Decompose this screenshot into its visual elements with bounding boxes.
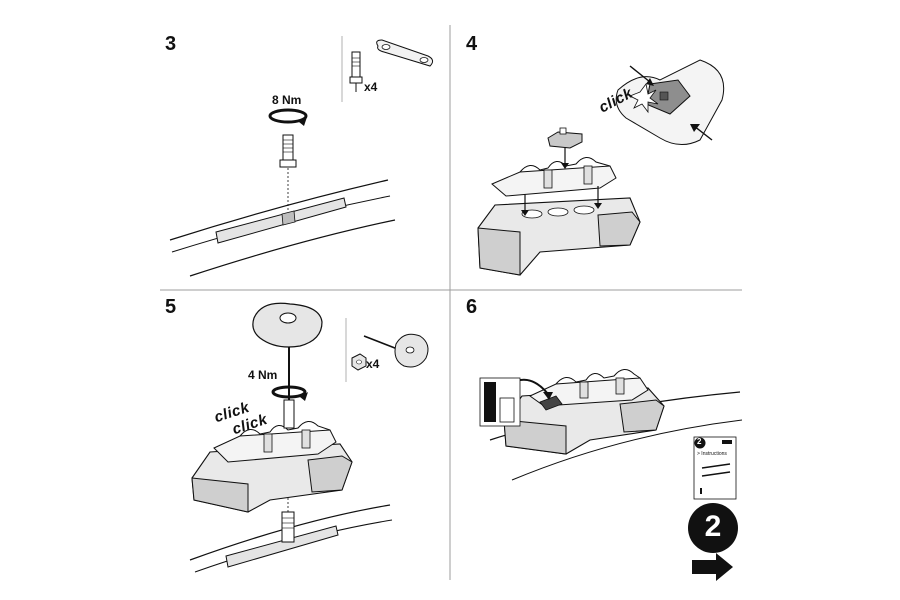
booklet-page-number: 2: [697, 437, 702, 446]
next-page-circle: [688, 503, 738, 553]
step-5-torque-label: 4 Nm: [248, 368, 278, 382]
step-4-illustration: [477, 59, 725, 276]
step-3-torque-label: 8 Nm: [272, 93, 302, 107]
torque-arrow-icon: [268, 108, 308, 126]
next-page-number: 2: [704, 510, 722, 543]
step-5-quantity-label: x4: [366, 357, 380, 371]
step-6-number: 6: [466, 296, 478, 318]
step-4-number: 4: [466, 33, 478, 55]
step-6-illustration: [479, 369, 743, 581]
step-5-number: 5: [165, 296, 177, 318]
step-3-quantity-label: x4: [364, 80, 378, 94]
booklet-instructions-text: > Instructions: [697, 451, 727, 457]
step-3-number: 3: [165, 33, 177, 55]
click-burst-icon: [629, 83, 659, 114]
step-5-illustration: [189, 302, 429, 573]
instruction-booklet-icon: [693, 436, 737, 500]
torque-arrow-icon: [271, 385, 308, 401]
step-3-illustration: [169, 36, 434, 277]
next-arrow-icon[interactable]: [692, 553, 733, 581]
